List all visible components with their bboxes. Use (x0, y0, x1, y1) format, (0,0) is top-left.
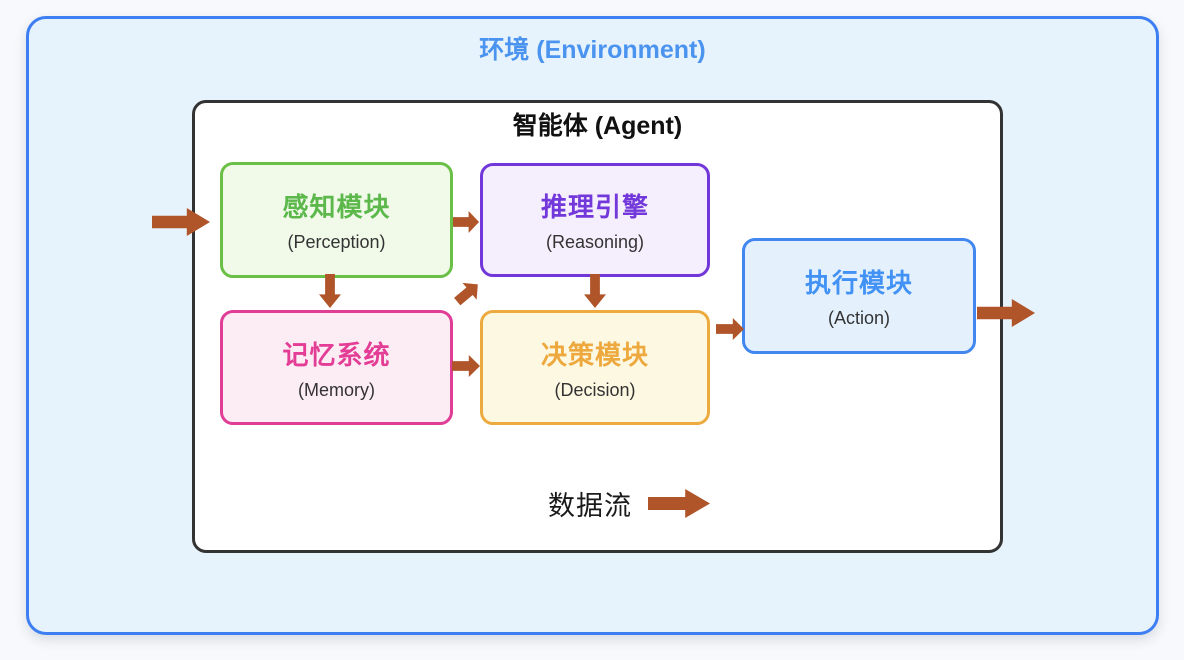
arrow-environment-to-perception-icon (152, 208, 210, 236)
arrow-decision-to-action-icon (716, 318, 744, 340)
module-action-label-en: (Action) (827, 308, 890, 328)
module-decision-label-zh: 决策模块 (540, 339, 649, 370)
module-reasoning-label-en: (Reasoning) (545, 232, 645, 252)
module-memory: 记忆系统 (Memory) (220, 310, 453, 425)
module-perception-label-zh: 感知模块 (282, 192, 391, 222)
agent-title: 智能体 (Agent) (512, 112, 683, 140)
legend-label: 数据流 (548, 491, 632, 521)
module-decision: 决策模块 (Decision) (480, 310, 710, 425)
environment-title: 环境 (Environment) (479, 36, 706, 64)
module-decision-label-en: (Decision) (554, 379, 636, 400)
arrow-perception-to-reasoning-icon (453, 211, 479, 233)
arrow-perception-to-memory-icon (319, 274, 341, 308)
module-reasoning: 推理引擎 (Reasoning) (480, 163, 710, 277)
module-memory-label-en: (Memory) (298, 379, 375, 400)
arrow-memory-to-decision-icon (452, 355, 480, 377)
arrow-reasoning-to-decision-icon (584, 274, 606, 308)
legend-dataflow-arrow-icon (648, 489, 710, 518)
arrow-action-to-environment-icon (977, 299, 1035, 327)
module-action-label-zh: 执行模块 (804, 268, 913, 298)
module-action: 执行模块 (Action) (742, 238, 976, 354)
module-reasoning-label-zh: 推理引擎 (540, 192, 649, 222)
arrow-memory-to-reasoning-icon (454, 282, 478, 306)
module-perception: 感知模块 (Perception) (220, 162, 453, 278)
module-memory-label-zh: 记忆系统 (282, 339, 391, 370)
module-perception-label-en: (Perception) (287, 232, 386, 252)
